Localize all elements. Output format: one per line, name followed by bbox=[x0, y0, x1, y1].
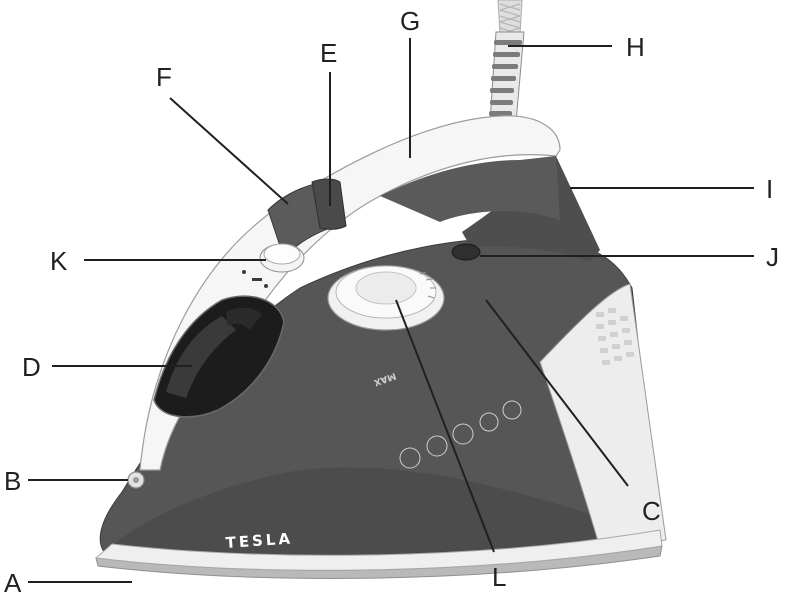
leader-line-f bbox=[169, 97, 289, 205]
leader-lines bbox=[28, 38, 754, 583]
callout-label-c: C bbox=[642, 496, 661, 526]
callout-label-j: J bbox=[766, 242, 779, 272]
brand-logo: TESLA bbox=[225, 529, 294, 552]
leader-line-c bbox=[485, 299, 629, 487]
leader-line-l bbox=[395, 299, 495, 553]
callout-label-l: L bbox=[492, 562, 506, 592]
callout-label-g: G bbox=[400, 6, 420, 36]
self-clean-button bbox=[451, 243, 481, 261]
temperature-dial bbox=[327, 265, 445, 331]
callout-label-i: I bbox=[766, 174, 773, 204]
callout-label-h: H bbox=[626, 32, 645, 62]
callout-label-e: E bbox=[320, 38, 337, 68]
callout-label-b: B bbox=[4, 466, 21, 496]
side-trim bbox=[94, 529, 663, 571]
rear-shell bbox=[539, 283, 667, 549]
feature-icons bbox=[399, 400, 522, 469]
power-cord bbox=[497, 0, 523, 35]
steam-regulator-knob bbox=[242, 243, 305, 288]
handle bbox=[139, 115, 600, 471]
callout-label-a: A bbox=[4, 568, 22, 598]
callout-label-d: D bbox=[22, 352, 41, 382]
callout-labels: A B C D E F G H I J K L bbox=[4, 6, 779, 598]
callout-label-f: F bbox=[156, 62, 172, 92]
spray-nozzle bbox=[127, 471, 145, 489]
callout-label-k: K bbox=[50, 246, 68, 276]
water-tank-window bbox=[153, 295, 285, 418]
